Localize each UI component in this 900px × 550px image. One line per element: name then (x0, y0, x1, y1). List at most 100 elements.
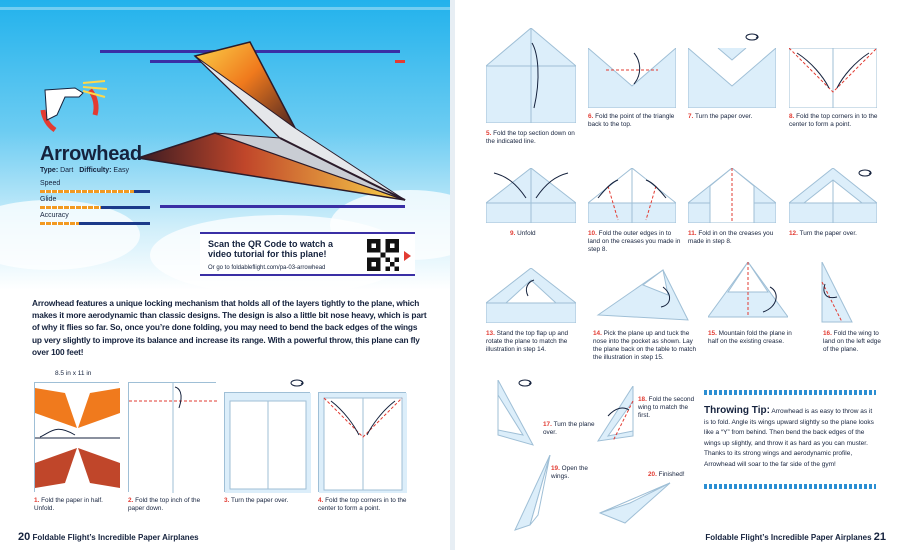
step-19-diagram (514, 455, 551, 531)
step-1-diagram (35, 383, 120, 493)
paper-size-label: 8.5 in x 11 in (55, 370, 92, 377)
tip-divider (704, 390, 876, 395)
speed-label: Speed (40, 180, 61, 187)
footer-title: Foldable Flight’s Incredible Paper Airpl… (32, 533, 199, 542)
step-number: 3. (224, 497, 230, 504)
step-number: 5. (486, 130, 492, 137)
decor-stripe (395, 60, 405, 63)
cloud (0, 200, 140, 270)
step-caption-11: 11. Fold in on the creases you made in s… (688, 230, 780, 246)
page-gutter (450, 0, 455, 550)
step-6-diagram (588, 48, 676, 108)
step-text: Fold the paper in half. Unfold. (34, 497, 103, 512)
step-number: 4. (318, 497, 324, 504)
step-10-diagram (588, 168, 676, 223)
arrow-right-icon (404, 251, 411, 261)
flip-over-icon (745, 30, 759, 44)
step-text: Stand the top flap up and rotate the pla… (486, 330, 569, 353)
step-number: 20. (648, 471, 657, 478)
step-text: Fold the top inch of the paper down. (128, 497, 201, 512)
step-14-diagram (596, 269, 689, 321)
step-caption-20: 20. Finished! (648, 471, 698, 479)
step-text: Fold the top corners in to the center to… (789, 113, 878, 128)
plane-title: Arrowhead (40, 143, 142, 165)
flip-over-icon (290, 376, 304, 390)
step-11-diagram (688, 168, 776, 223)
step-number: 16. (823, 330, 832, 337)
step-panel-1 (34, 382, 120, 493)
step-20-diagram (598, 482, 671, 524)
step-text: Unfold (517, 230, 536, 237)
step-number: 2. (128, 497, 134, 504)
step-text: Fold the point of the triangle back to t… (588, 113, 675, 128)
step-number: 13. (486, 330, 495, 337)
step-panel-3 (224, 392, 311, 493)
step-caption-2: 2. Fold the top inch of the paper down. (128, 497, 218, 513)
step-number: 15. (708, 330, 717, 337)
step-number: 17. (543, 421, 552, 428)
step-18-diagram (596, 386, 634, 442)
difficulty-value: Easy (113, 167, 129, 174)
step-number: 9. (510, 230, 516, 237)
right-page: 5. Fold the top section down on the indi… (455, 0, 900, 550)
step-7-diagram (688, 48, 776, 108)
step-number: 10. (588, 230, 597, 237)
step-8-diagram (789, 48, 877, 108)
step-caption-10: 10. Fold the outer edges in to land on t… (588, 230, 683, 254)
step-number: 19. (551, 465, 560, 472)
flip-over-icon (858, 166, 872, 180)
tip-body: Throwing Tip: Arrowhead is as easy to th… (704, 405, 876, 470)
step-caption-1: 1. Fold the paper in half. Unfold. (34, 497, 124, 513)
step-17-diagram (497, 380, 535, 446)
step-text: Fold the wing to land on the left edge o… (823, 330, 881, 353)
step-text: Turn the paper over. (799, 230, 857, 237)
type-label: Type: (40, 167, 59, 174)
step-text: Fold the outer edges in to land on the c… (588, 230, 681, 253)
step-caption-19: 19. Open the wings. (551, 465, 591, 481)
tip-title: Throwing Tip: (704, 405, 770, 416)
tip-text: Arrowhead is as easy to throw as it is t… (704, 408, 874, 468)
step-3-diagram (225, 393, 311, 493)
step-caption-13: 13. Stand the top flap up and rotate the… (486, 330, 581, 354)
type-value: Dart (60, 167, 74, 174)
step-caption-16: 16. Fold the wing to land on the left ed… (823, 330, 883, 354)
step-caption-4: 4. Fold the top corners in to the center… (318, 497, 418, 513)
step-caption-7: 7. Turn the paper over. (688, 113, 778, 121)
step-caption-5: 5. Fold the top section down on the indi… (486, 130, 578, 146)
step-caption-9: 9. Unfold (510, 230, 570, 238)
step-text: Mountain fold the plane in half on the e… (708, 330, 792, 345)
page-number: 21 (873, 531, 886, 543)
accuracy-bar-fill (40, 222, 79, 225)
step-text: Fold the top section down on the indicat… (486, 130, 575, 145)
hero-banner: Arrowhead Type: Dart Difficulty: Easy Sp… (0, 0, 450, 290)
step-caption-12: 12. Turn the paper over. (789, 230, 884, 238)
step-text: Turn the paper over. (231, 497, 289, 504)
step-9-diagram (486, 168, 576, 223)
flip-over-icon (518, 376, 532, 390)
step-number: 6. (588, 113, 594, 120)
step-number: 8. (789, 113, 795, 120)
step-number: 18. (638, 396, 647, 403)
arrowhead-plane-illustration (137, 41, 406, 201)
qr-code-icon[interactable] (367, 239, 399, 271)
step-text: Fold the top corners in to the center to… (318, 497, 407, 512)
step-panel-2 (128, 382, 217, 493)
step-2-diagram (129, 383, 217, 493)
step-text: Pick the plane up and tuck the nose into… (593, 330, 697, 361)
step-4-diagram (319, 393, 407, 493)
step-caption-15: 15. Mountain fold the plane in half on t… (708, 330, 803, 346)
qr-link[interactable]: Or go to foldableflight.com/pa-03-arrowh… (208, 265, 326, 271)
throw-hand-icon (40, 80, 108, 133)
step-text: Finished! (658, 471, 685, 478)
page-number: 20 (18, 531, 31, 543)
footer-title: Foldable Flight’s Incredible Paper Airpl… (705, 533, 872, 542)
step-caption-17: 17. Turn the plane over. (543, 421, 598, 437)
qr-callout: Scan the QR Code to watch a video tutori… (200, 232, 415, 276)
step-text: Turn the plane over. (543, 421, 595, 436)
step-panel-4 (318, 392, 407, 493)
step-12-diagram (789, 168, 877, 223)
accuracy-bar-track (40, 222, 150, 225)
step-text: Turn the paper over. (695, 113, 753, 120)
step-text: Open the wings. (551, 465, 588, 480)
decor-stripe (160, 205, 405, 208)
